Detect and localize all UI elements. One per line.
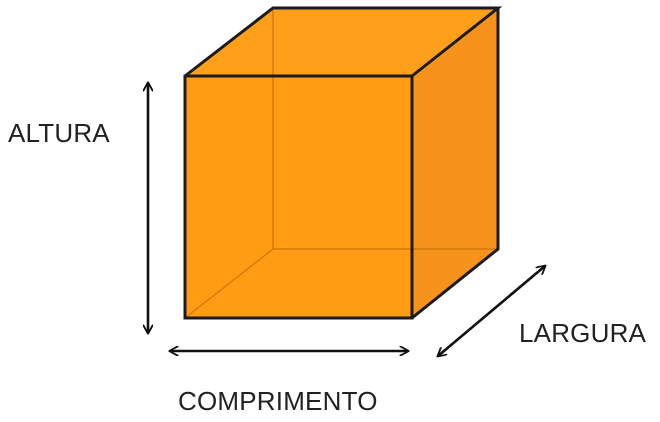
width-arrow xyxy=(438,266,545,356)
cube-right-face xyxy=(412,8,498,318)
cube-top-face xyxy=(185,8,498,76)
cube-hidden-edges xyxy=(184,8,498,319)
cube-front-face xyxy=(185,76,412,318)
width-label: LARGURA xyxy=(519,318,647,348)
length-label: COMPRIMENTO xyxy=(178,386,378,416)
height-label: ALTURA xyxy=(8,118,110,148)
